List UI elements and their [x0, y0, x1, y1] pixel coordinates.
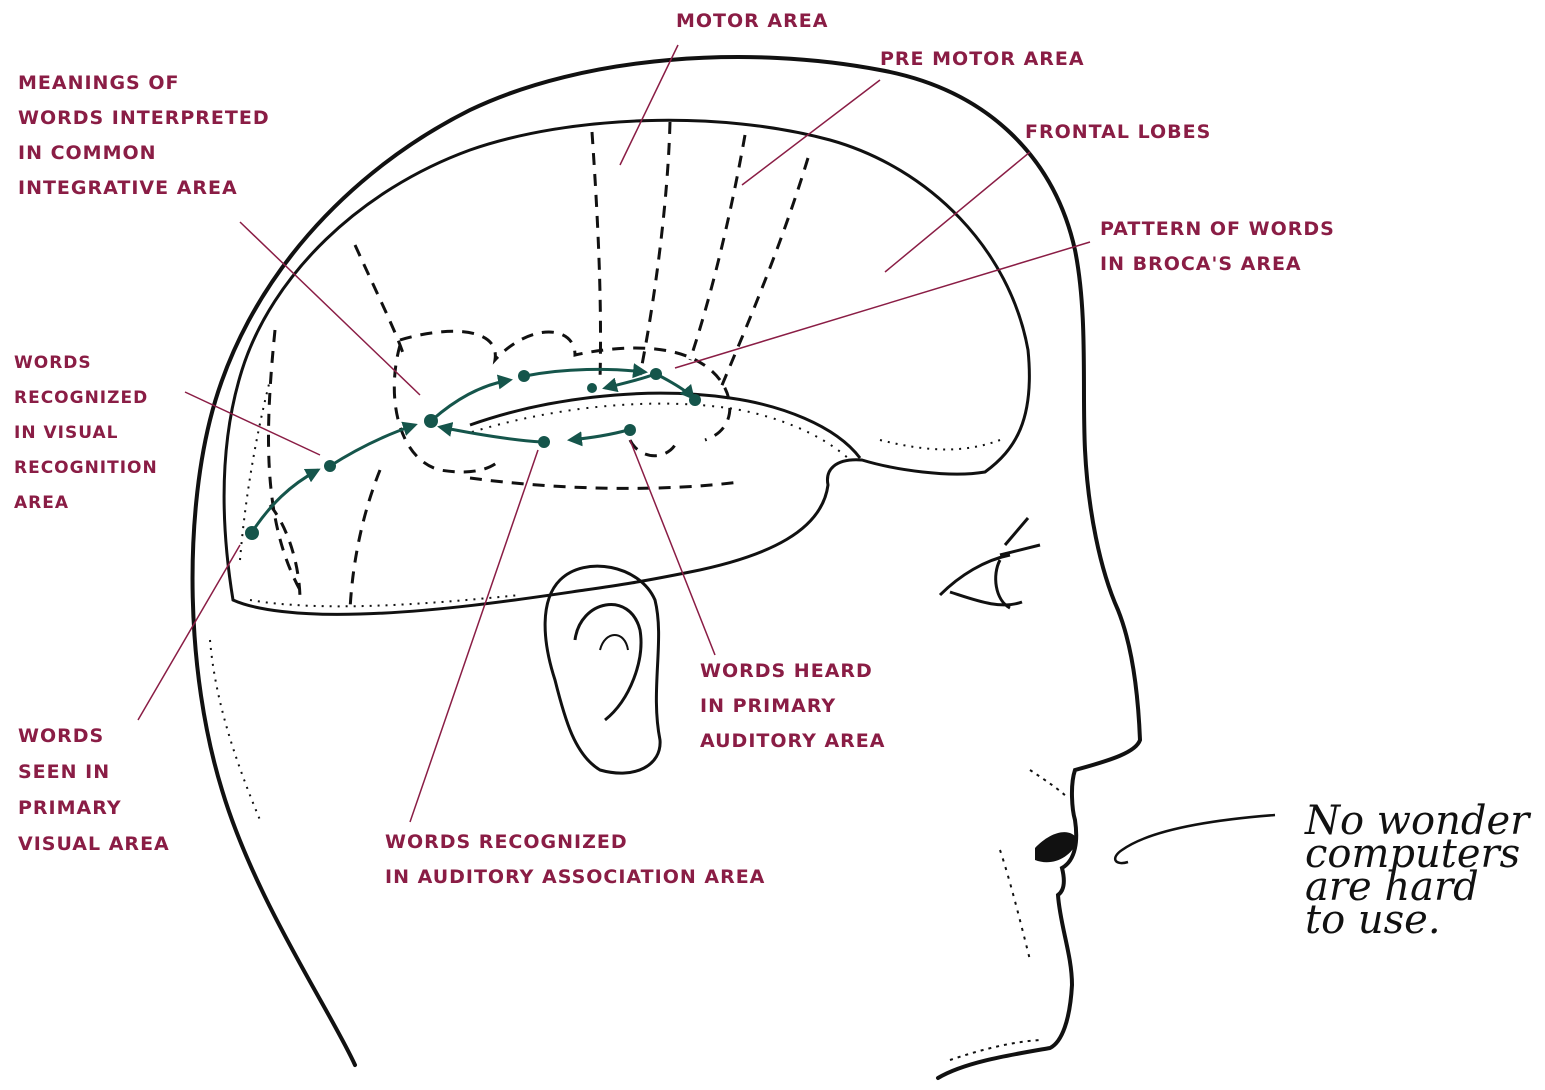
label-motor-area: MOTOR AREA [676, 4, 828, 39]
eye-icon [940, 518, 1040, 608]
label-primary-visual-area: WORDS SEEN IN PRIMARY VISUAL AREA [18, 718, 170, 862]
cortex-stipple [472, 404, 850, 460]
nostril [1030, 770, 1068, 798]
label-common-integrative-area: MEANINGS OF WORDS INTERPRETED IN COMMON … [18, 66, 270, 206]
label-visual-recognition-area: WORDS RECOGNIZED IN VISUAL RECOGNITION A… [14, 346, 158, 521]
lateral-fissure [470, 393, 860, 458]
label-auditory-association-area: WORDS RECOGNIZED IN AUDITORY ASSOCIATION… [385, 825, 765, 895]
label-frontal-lobes: FRONTAL LOBES [1025, 115, 1211, 150]
label-brocas-area: PATTERN OF WORDS IN BROCA'S AREA [1100, 212, 1335, 282]
label-primary-auditory-area: WORDS HEARD IN PRIMARY AUDITORY AREA [700, 654, 885, 759]
caption-pointer [1115, 815, 1275, 863]
ear-icon [545, 566, 660, 773]
caption-text: No wonder computers are hard to use. [1305, 805, 1529, 937]
label-premotor-area: PRE MOTOR AREA [880, 42, 1085, 77]
